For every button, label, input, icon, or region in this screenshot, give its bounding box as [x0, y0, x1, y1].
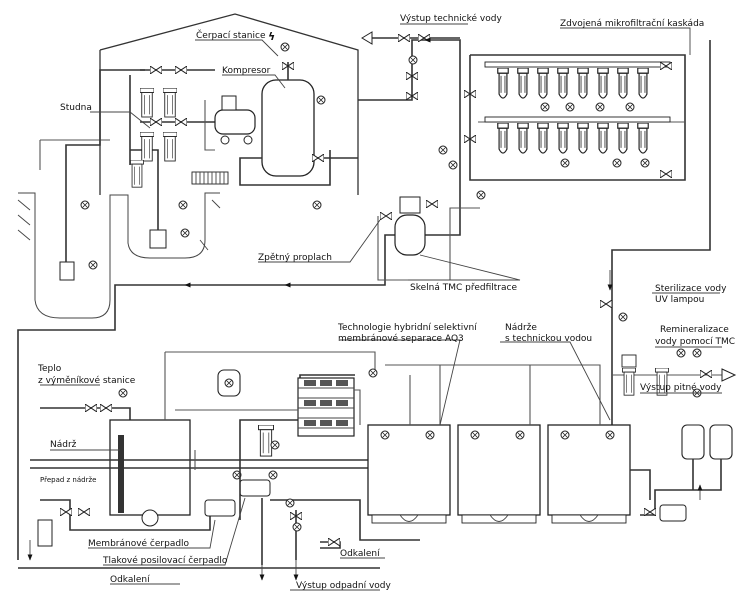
drinking-water-output-arrow — [721, 368, 737, 382]
label-sterilization-2: UV lampou — [655, 295, 704, 305]
uv-lamp-icon — [621, 354, 637, 368]
label-membrane-pump: Membránové čerpadlo — [88, 538, 190, 549]
membrane-pump-icon — [204, 499, 236, 517]
label-glass-tmc: Skelná TMC předfiltrace — [410, 283, 517, 293]
booster-pump-right — [659, 504, 687, 522]
electric-symbol-icon: ϟ — [268, 30, 275, 43]
label-backwash: Zpětný proplach — [258, 253, 332, 263]
glass-tmc-filter — [377, 196, 480, 281]
booster-pump-icon — [239, 479, 271, 497]
label-heat-2: z výměníkové stanice — [38, 375, 136, 386]
drinking-vessel-1 — [681, 424, 705, 460]
drinking-water-line — [600, 40, 737, 522]
label-compressor: Kompresor — [222, 66, 271, 76]
overflow-label: Přepad z nádrže — [40, 476, 96, 484]
label-waste-water-output: Výstup odpadní vody — [296, 581, 392, 591]
ground-well-section — [17, 69, 221, 319]
well-pump-icon-2 — [149, 229, 167, 249]
label-pump-station: Čerpací stanice — [196, 29, 266, 41]
label-sterilization-1: Sterilizace vody — [655, 284, 727, 294]
label-well: Studna — [60, 103, 92, 113]
label-drinking-water-output: Výstup pitné vody — [640, 382, 722, 393]
label-technology-2: membránové separace AQ3 — [338, 333, 464, 344]
pressure-vessel — [261, 79, 315, 177]
well-pump-icon — [59, 261, 75, 281]
microfiltration-cascade — [484, 61, 672, 178]
compressor-icon — [214, 109, 256, 135]
tech-water-tank-3 — [547, 424, 631, 516]
lower-process-section: Přepad z nádrže — [18, 351, 651, 569]
tech-water-tank-1 — [367, 424, 451, 516]
leader-lines — [27, 23, 722, 591]
label-booster-pump: Tlakové posilovací čerpadlo — [102, 555, 228, 566]
label-heat-1: Teplo — [37, 364, 62, 374]
pump-station-house: ϟ — [99, 13, 359, 210]
manifold-block — [191, 171, 229, 185]
label-microfiltration-cascade: Zdvojená mikrofiltrační kaskáda — [560, 18, 704, 29]
label-tanks-1: Nádrže — [505, 323, 537, 333]
label-blowdown-bottom: Odkalení — [110, 575, 150, 585]
membrane-module-stack — [297, 377, 355, 437]
label-blowdown-right: Odkalení — [340, 549, 380, 559]
label-remineralization-1: Remineralizace — [660, 325, 729, 335]
drinking-vessel-2 — [709, 424, 733, 460]
technical-water-output-arrow — [361, 31, 373, 45]
label-technical-water-output: Výstup technické vody — [400, 13, 502, 24]
label-remineralization-2: vody pomocí TMC — [655, 337, 735, 347]
label-technology-1: Technologie hybridní selektivní — [337, 323, 477, 333]
tech-water-tank-2 — [457, 424, 541, 516]
label-tanks-2: s technickou vodou — [505, 334, 592, 344]
label-tank: Nádrž — [50, 440, 77, 450]
